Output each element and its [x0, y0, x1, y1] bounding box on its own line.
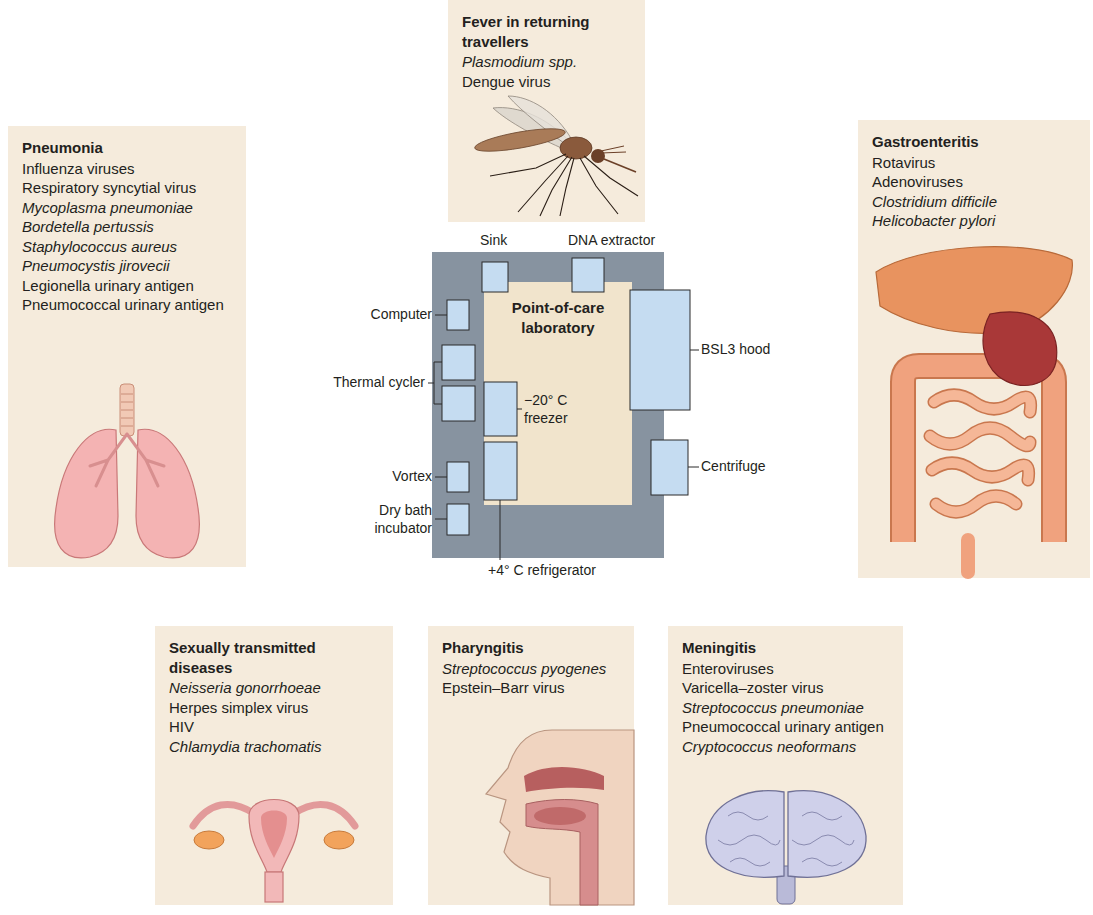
pathogen-item: Respiratory syncytial virus: [22, 178, 232, 198]
disease-panel: GastroenteritisRotavirusAdenovirusesClos…: [858, 120, 1090, 578]
pathogen-item: Epstein–Barr virus: [442, 678, 620, 698]
disease-panel: Sexually transmitted diseasesNeisseria g…: [155, 626, 393, 905]
equipment-label: −20° C freezer: [524, 392, 586, 427]
pathogen-item: Enteroviruses: [682, 659, 889, 679]
lab-wall: [432, 252, 664, 558]
disease-panel: PneumoniaInfluenza virusesRespiratory sy…: [8, 126, 246, 567]
equipment-label: Dry bath incubator: [362, 502, 432, 537]
pathogen-item: Clostridium difficile: [872, 192, 1076, 212]
lungs: [55, 384, 200, 558]
pathogen-item: Neisseria gonorrhoeae: [169, 678, 379, 698]
equipment-label: +4° C refrigerator: [488, 562, 596, 580]
equipment-label: Vortex: [392, 468, 432, 486]
equipment-label: DNA extractor: [568, 232, 655, 250]
pathogen-item: Dengue virus: [462, 72, 631, 92]
pathogen-item: Adenoviruses: [872, 172, 1076, 192]
equipment-label: Thermal cycler: [333, 374, 425, 392]
pathogen-item: Streptococcus pneumoniae: [682, 698, 889, 718]
leader-lines: [428, 315, 699, 560]
equipment-label: Sink: [480, 232, 507, 250]
brain: [706, 791, 866, 904]
equipment-label: Computer: [371, 306, 432, 324]
pathogen-item: Helicobacter pylori: [872, 211, 1076, 231]
pathogen-item: Rotavirus: [872, 153, 1076, 173]
equipment-boxes: [442, 258, 690, 535]
pathogen-item: Staphylococcus aureus: [22, 237, 232, 257]
pathogen-item: Plasmodium spp.: [462, 52, 631, 72]
panel-heading: Pharyngitis: [442, 638, 620, 658]
panel-heading: Pneumonia: [22, 138, 232, 158]
panel-heading: Point-of-care laboratory: [492, 298, 624, 337]
pathogen-item: Chlamydia trachomatis: [169, 737, 379, 757]
pathogen-item: Pneumococcal urinary antigen: [22, 295, 232, 315]
disease-panel: MeningitisEnterovirusesVaricella–zoster …: [668, 626, 903, 905]
pathogen-item: HIV: [169, 717, 379, 737]
pathogen-item: Legionella urinary antigen: [22, 276, 232, 296]
panel-heading: Fever in returning travellers: [462, 12, 631, 51]
disease-panel: Fever in returning travellersPlasmodium …: [448, 0, 645, 222]
equipment-label: BSL3 hood: [701, 341, 770, 359]
pathogen-item: Bordetella pertussis: [22, 217, 232, 237]
disease-panel: PharyngitisStreptococcus pyogenesEpstein…: [428, 626, 634, 905]
pathogen-item: Influenza viruses: [22, 159, 232, 179]
pathogen-item: Streptococcus pyogenes: [442, 659, 620, 679]
pathogen-item: Pneumococcal urinary antigen: [682, 717, 889, 737]
pathogen-item: Herpes simplex virus: [169, 698, 379, 718]
panel-heading: Sexually transmitted diseases: [169, 638, 379, 677]
pathogen-item: Varicella–zoster virus: [682, 678, 889, 698]
pathogen-item: Cryptococcus neoformans: [682, 737, 889, 757]
panel-heading: Meningitis: [682, 638, 889, 658]
digestive-organs: [876, 247, 1072, 572]
pathogen-item: Mycoplasma pneumoniae: [22, 198, 232, 218]
equipment-label: Centrifuge: [701, 458, 766, 476]
panel-heading: Gastroenteritis: [872, 132, 1076, 152]
uterus: [193, 800, 355, 903]
mosquito: [473, 96, 638, 216]
pathogen-item: Pneumocystis jirovecii: [22, 256, 232, 276]
head-section: [486, 730, 634, 905]
